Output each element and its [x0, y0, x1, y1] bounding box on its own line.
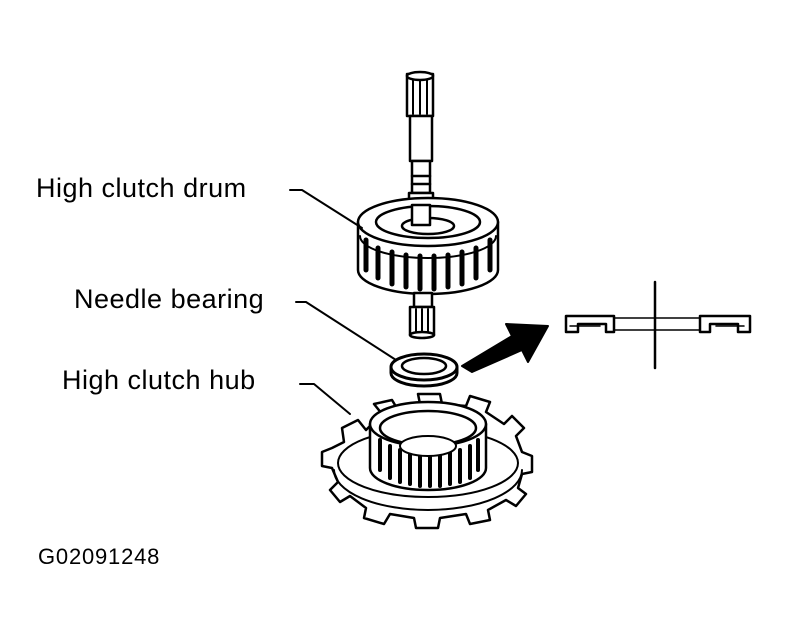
high-clutch-hub	[320, 392, 534, 530]
arrow-icon	[461, 323, 549, 373]
leader-bearing	[295, 301, 397, 361]
leader-lines	[289, 189, 397, 415]
shaft-bottom-spline	[408, 291, 436, 340]
high-clutch-drum	[356, 70, 500, 340]
shaft-body	[407, 114, 435, 215]
leader-hub	[299, 383, 351, 415]
label-high-clutch-hub: High clutch hub	[62, 365, 256, 395]
figure-code: G02091248	[38, 544, 161, 569]
drum-body	[356, 196, 500, 296]
leader-drum	[289, 189, 363, 229]
bearing-cross-section	[564, 280, 752, 370]
shaft-top-spline	[405, 70, 435, 118]
needle-bearing	[389, 352, 459, 388]
label-needle-bearing: Needle bearing	[74, 284, 265, 314]
label-high-clutch-drum: High clutch drum	[36, 173, 247, 203]
